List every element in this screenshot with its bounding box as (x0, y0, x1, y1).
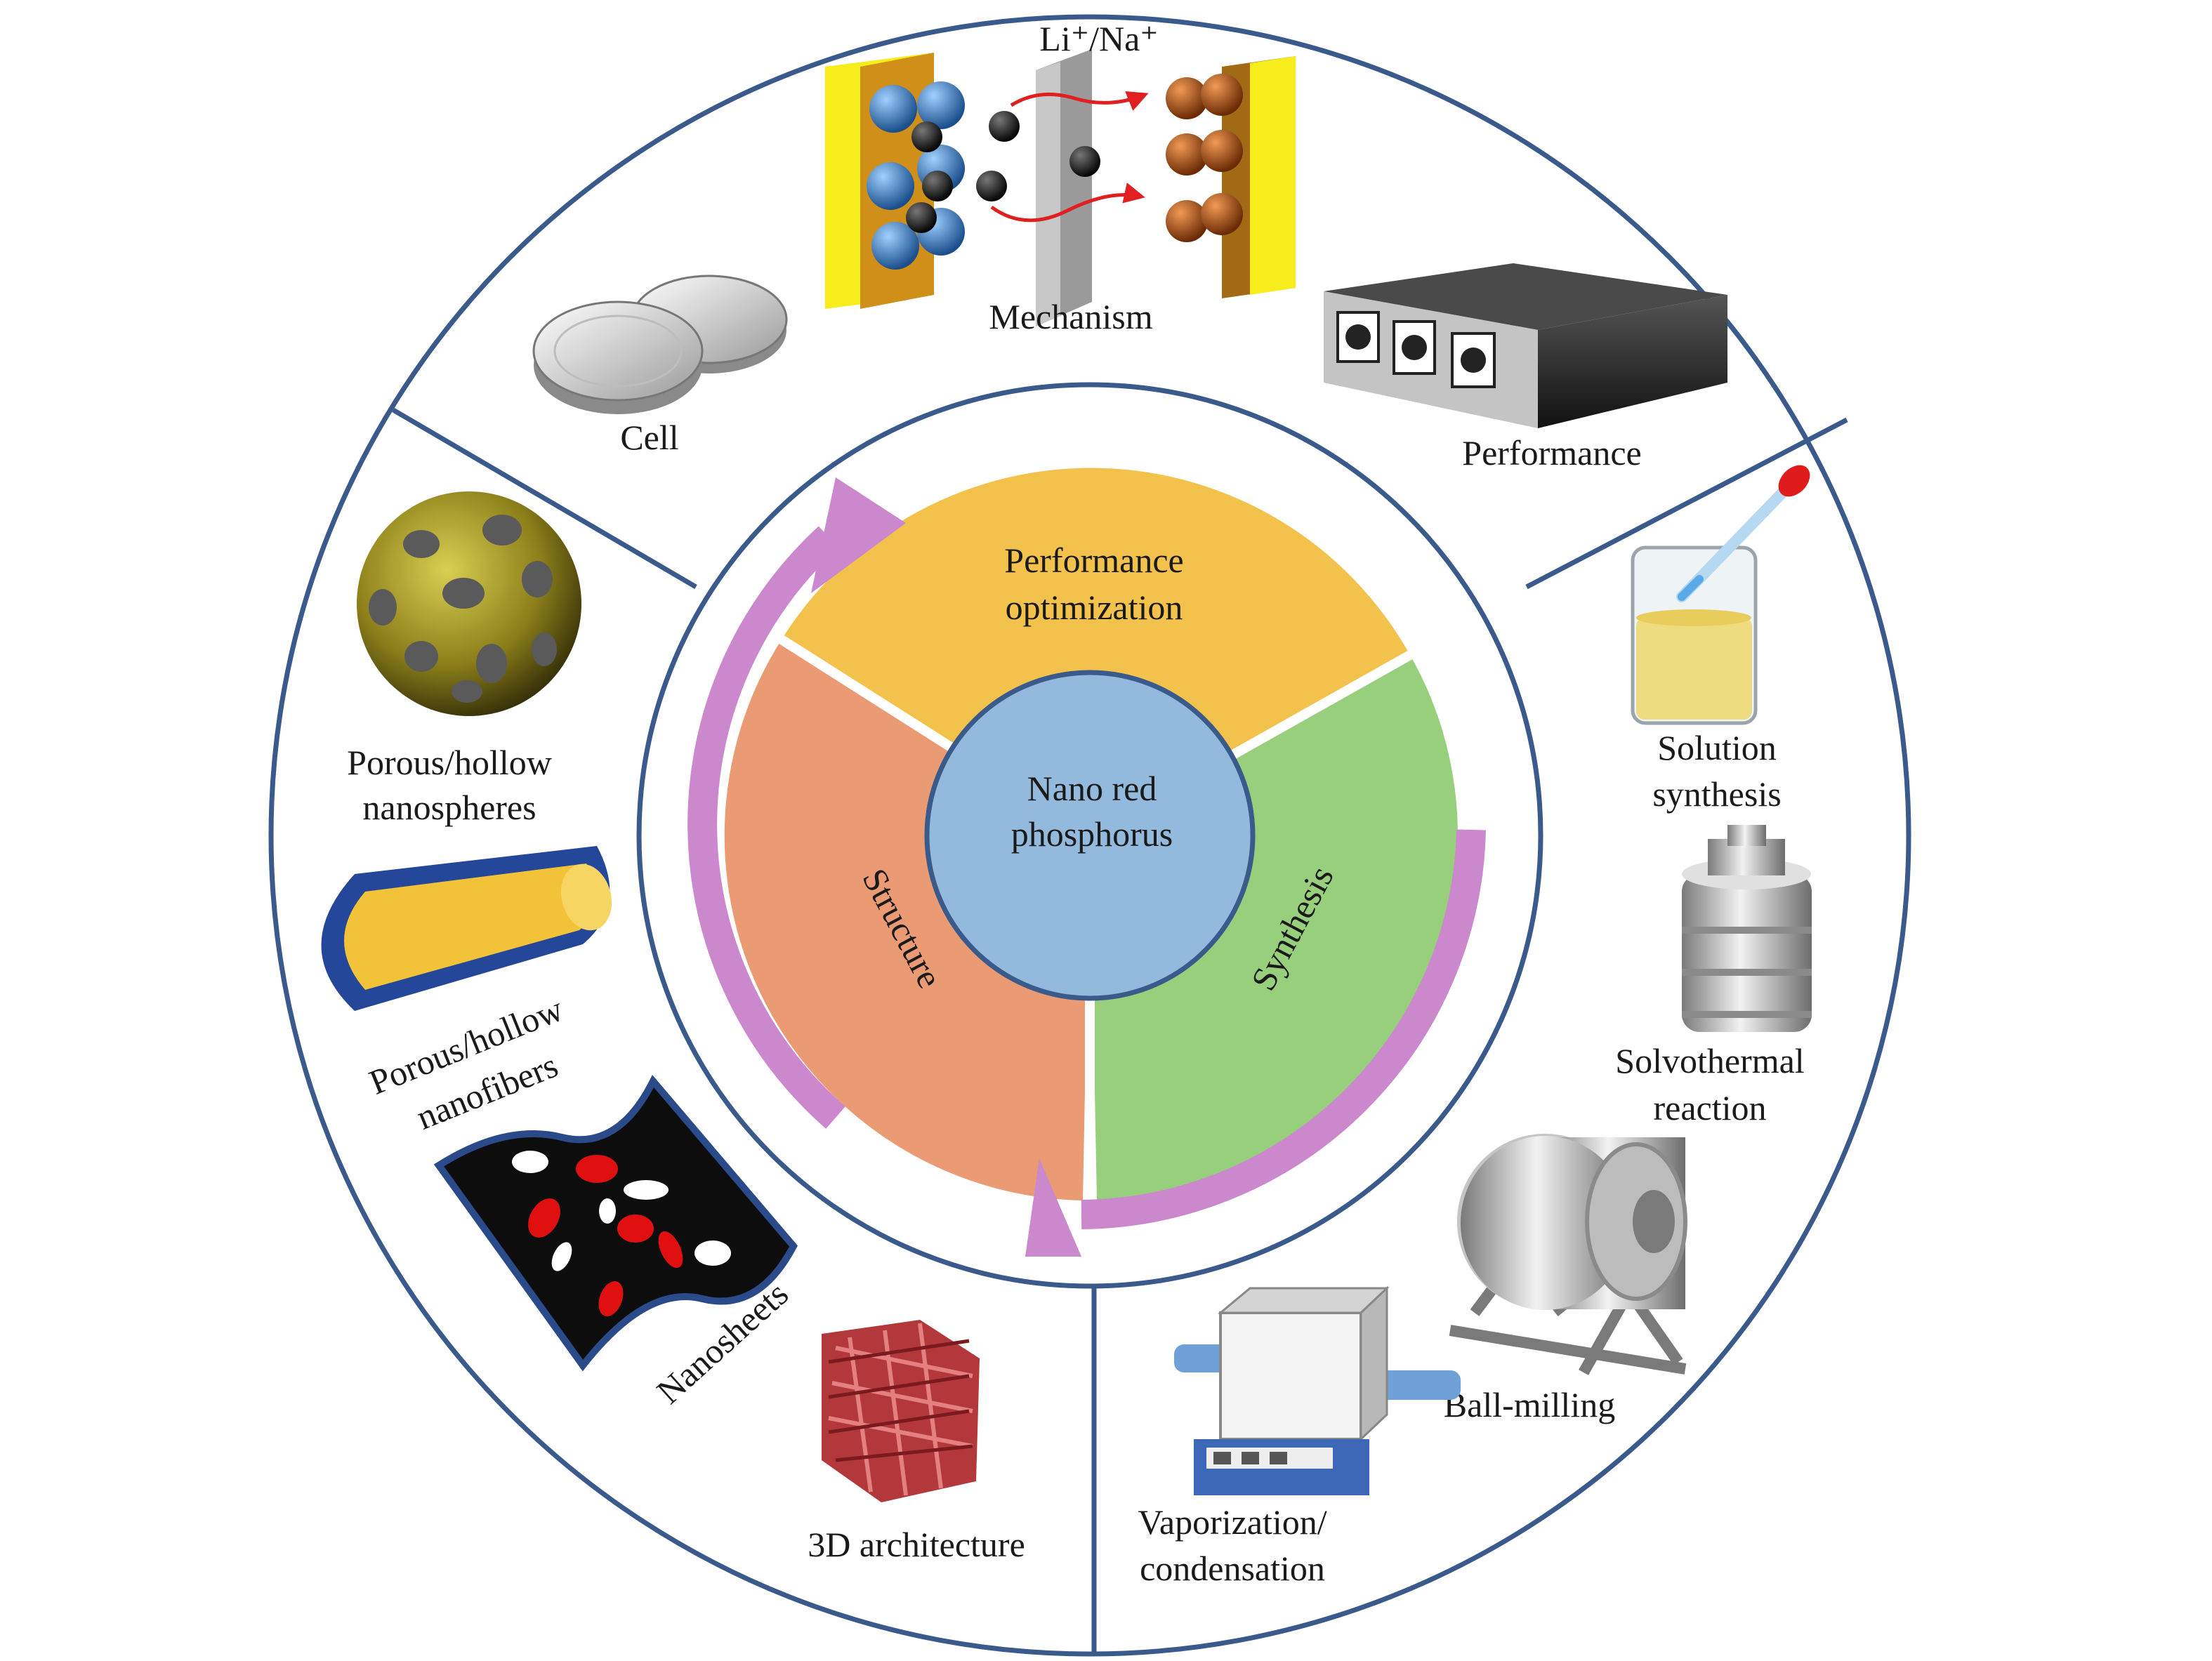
solution-synthesis-line2: synthesis (1652, 774, 1781, 814)
autoclave-icon (1682, 825, 1812, 1032)
ball-mill-icon (1449, 1134, 1687, 1375)
center-circle (924, 670, 1256, 1001)
cycle-arrow-left (687, 526, 845, 1129)
nanosheet-icon (433, 1075, 798, 1372)
coin-cell-icon (532, 274, 788, 414)
cycle-arrowhead-left (811, 477, 906, 593)
porous-nanospheres-line1: Porous/hollow (347, 743, 552, 782)
vaporization-line1: Vaporization/ (1138, 1502, 1326, 1542)
center-label-line2: phosphorus (1011, 814, 1173, 854)
mechanism-ions-label: Li⁺/Na⁺ (1039, 19, 1158, 58)
mechanism-illustration (825, 49, 1296, 326)
sector-performance (782, 468, 1410, 835)
center-label-line1: Nano red (1027, 769, 1157, 808)
solvothermal-line2: reaction (1653, 1088, 1766, 1127)
solvothermal-line1: Solvothermal (1615, 1041, 1804, 1080)
porous-nanofiber-icon (321, 846, 612, 1011)
cycle-arrow-right (1081, 829, 1486, 1229)
solution-synthesis-line1: Solution (1657, 728, 1776, 767)
cycle-arrowhead-right (1025, 1158, 1081, 1257)
beaker-pipette-icon (1631, 465, 1810, 725)
performance-optimization-line2: optimization (1006, 588, 1183, 627)
ball-milling-label: Ball-milling (1444, 1385, 1615, 1424)
vaporization-line2: condensation (1140, 1549, 1325, 1588)
cell-label: Cell (620, 418, 678, 457)
3d-architecture-icon (822, 1320, 980, 1502)
performance-label: Performance (1462, 433, 1641, 472)
performance-optimization-line1: Performance (1004, 541, 1183, 580)
mechanism-label: Mechanism (989, 297, 1152, 336)
porous-nanosphere-icon (357, 491, 581, 716)
tube-furnace-icon (1174, 1285, 1461, 1495)
divider-right (1525, 417, 1848, 590)
battery-tester-icon (1324, 263, 1727, 428)
porous-nanospheres-line2: nanospheres (362, 788, 536, 827)
3d-architecture-label: 3D architecture (808, 1525, 1025, 1564)
divider-left (392, 407, 697, 590)
